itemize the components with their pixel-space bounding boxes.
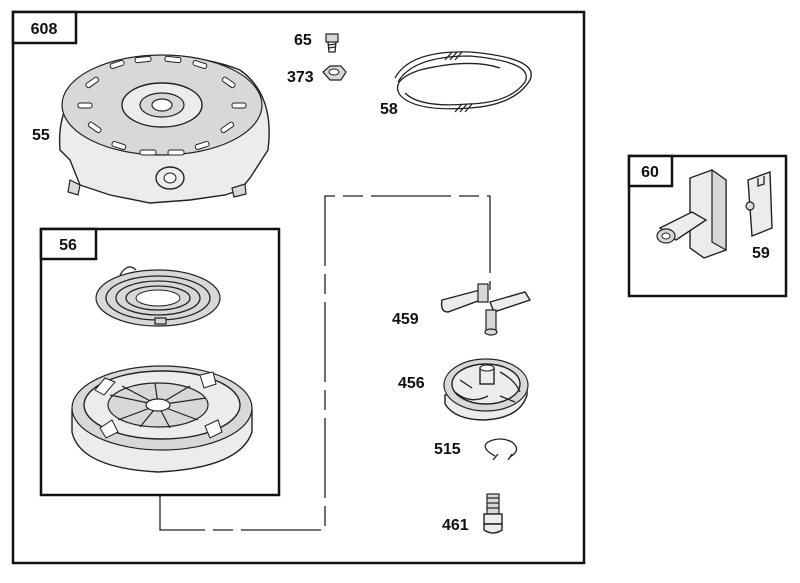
retaining-ring <box>484 438 518 461</box>
group-56-label: 56 <box>59 237 77 254</box>
group-60-frame <box>627 154 788 298</box>
part-label-65: 65 <box>294 32 312 49</box>
group-608-frame <box>11 10 586 565</box>
shoulder-bolt <box>483 493 503 534</box>
pawl <box>440 283 532 336</box>
part-label-461: 461 <box>442 517 469 534</box>
starter-handle <box>656 168 727 259</box>
group-56-tag-box <box>39 227 98 261</box>
group-60-label: 60 <box>641 164 659 181</box>
part-label-55: 55 <box>32 127 50 144</box>
part-label-459: 459 <box>392 311 419 328</box>
pawl-retainer <box>443 358 529 421</box>
part-label-58: 58 <box>380 101 398 118</box>
part-label-515: 515 <box>434 441 461 458</box>
starter-pulley <box>71 365 253 473</box>
group-60-tag-box <box>627 154 674 188</box>
starter-rope <box>394 51 532 113</box>
screw <box>325 33 339 53</box>
part-label-59: 59 <box>752 245 770 262</box>
group-608-label: 608 <box>31 21 58 38</box>
part-label-456: 456 <box>398 375 425 392</box>
assembly-leader-lines <box>159 195 491 531</box>
part-label-373: 373 <box>287 69 314 86</box>
blower-housing <box>58 54 270 204</box>
recoil-spring <box>95 266 221 327</box>
handle-insert <box>745 171 773 238</box>
nut <box>322 65 347 81</box>
group-608-tag-box <box>11 10 78 45</box>
